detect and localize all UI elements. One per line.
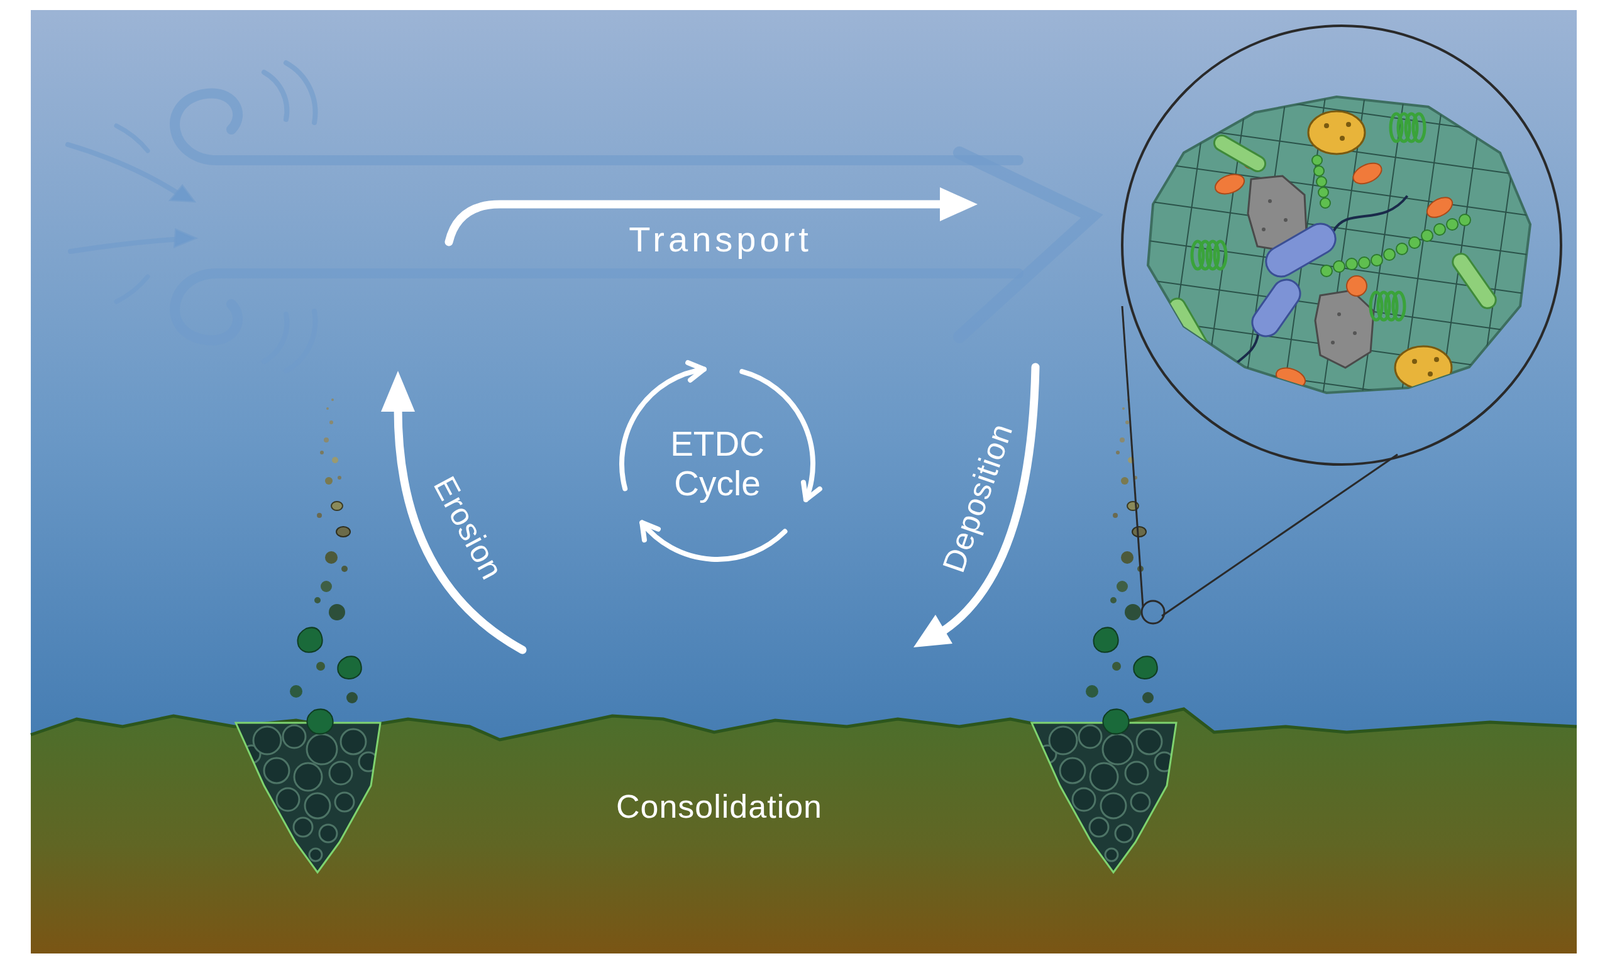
cycle-circle: ETDC Cycle [610, 357, 825, 571]
label-holder: Consolidation [616, 787, 823, 826]
sediment-plume [235, 398, 381, 873]
sky-background [30, 10, 1577, 954]
process-label: Transport [628, 218, 813, 260]
cycle-arrowhead [687, 362, 705, 381]
magnified-view [1119, 25, 1566, 624]
cycle-arrowhead [803, 482, 820, 500]
sediment-plume [1031, 398, 1177, 873]
cycle-arc [641, 523, 785, 560]
cycle-arrowhead [641, 523, 659, 541]
layer-label: Consolidation [616, 787, 823, 826]
node-text-group: ETDC Cycle [650, 424, 786, 505]
deposition-arrow [913, 367, 1036, 648]
node-label: ETDC Cycle [650, 424, 786, 505]
wind-arrow [67, 62, 1093, 371]
label-holder: Transport [628, 218, 813, 260]
erosion-arrow [380, 370, 523, 651]
